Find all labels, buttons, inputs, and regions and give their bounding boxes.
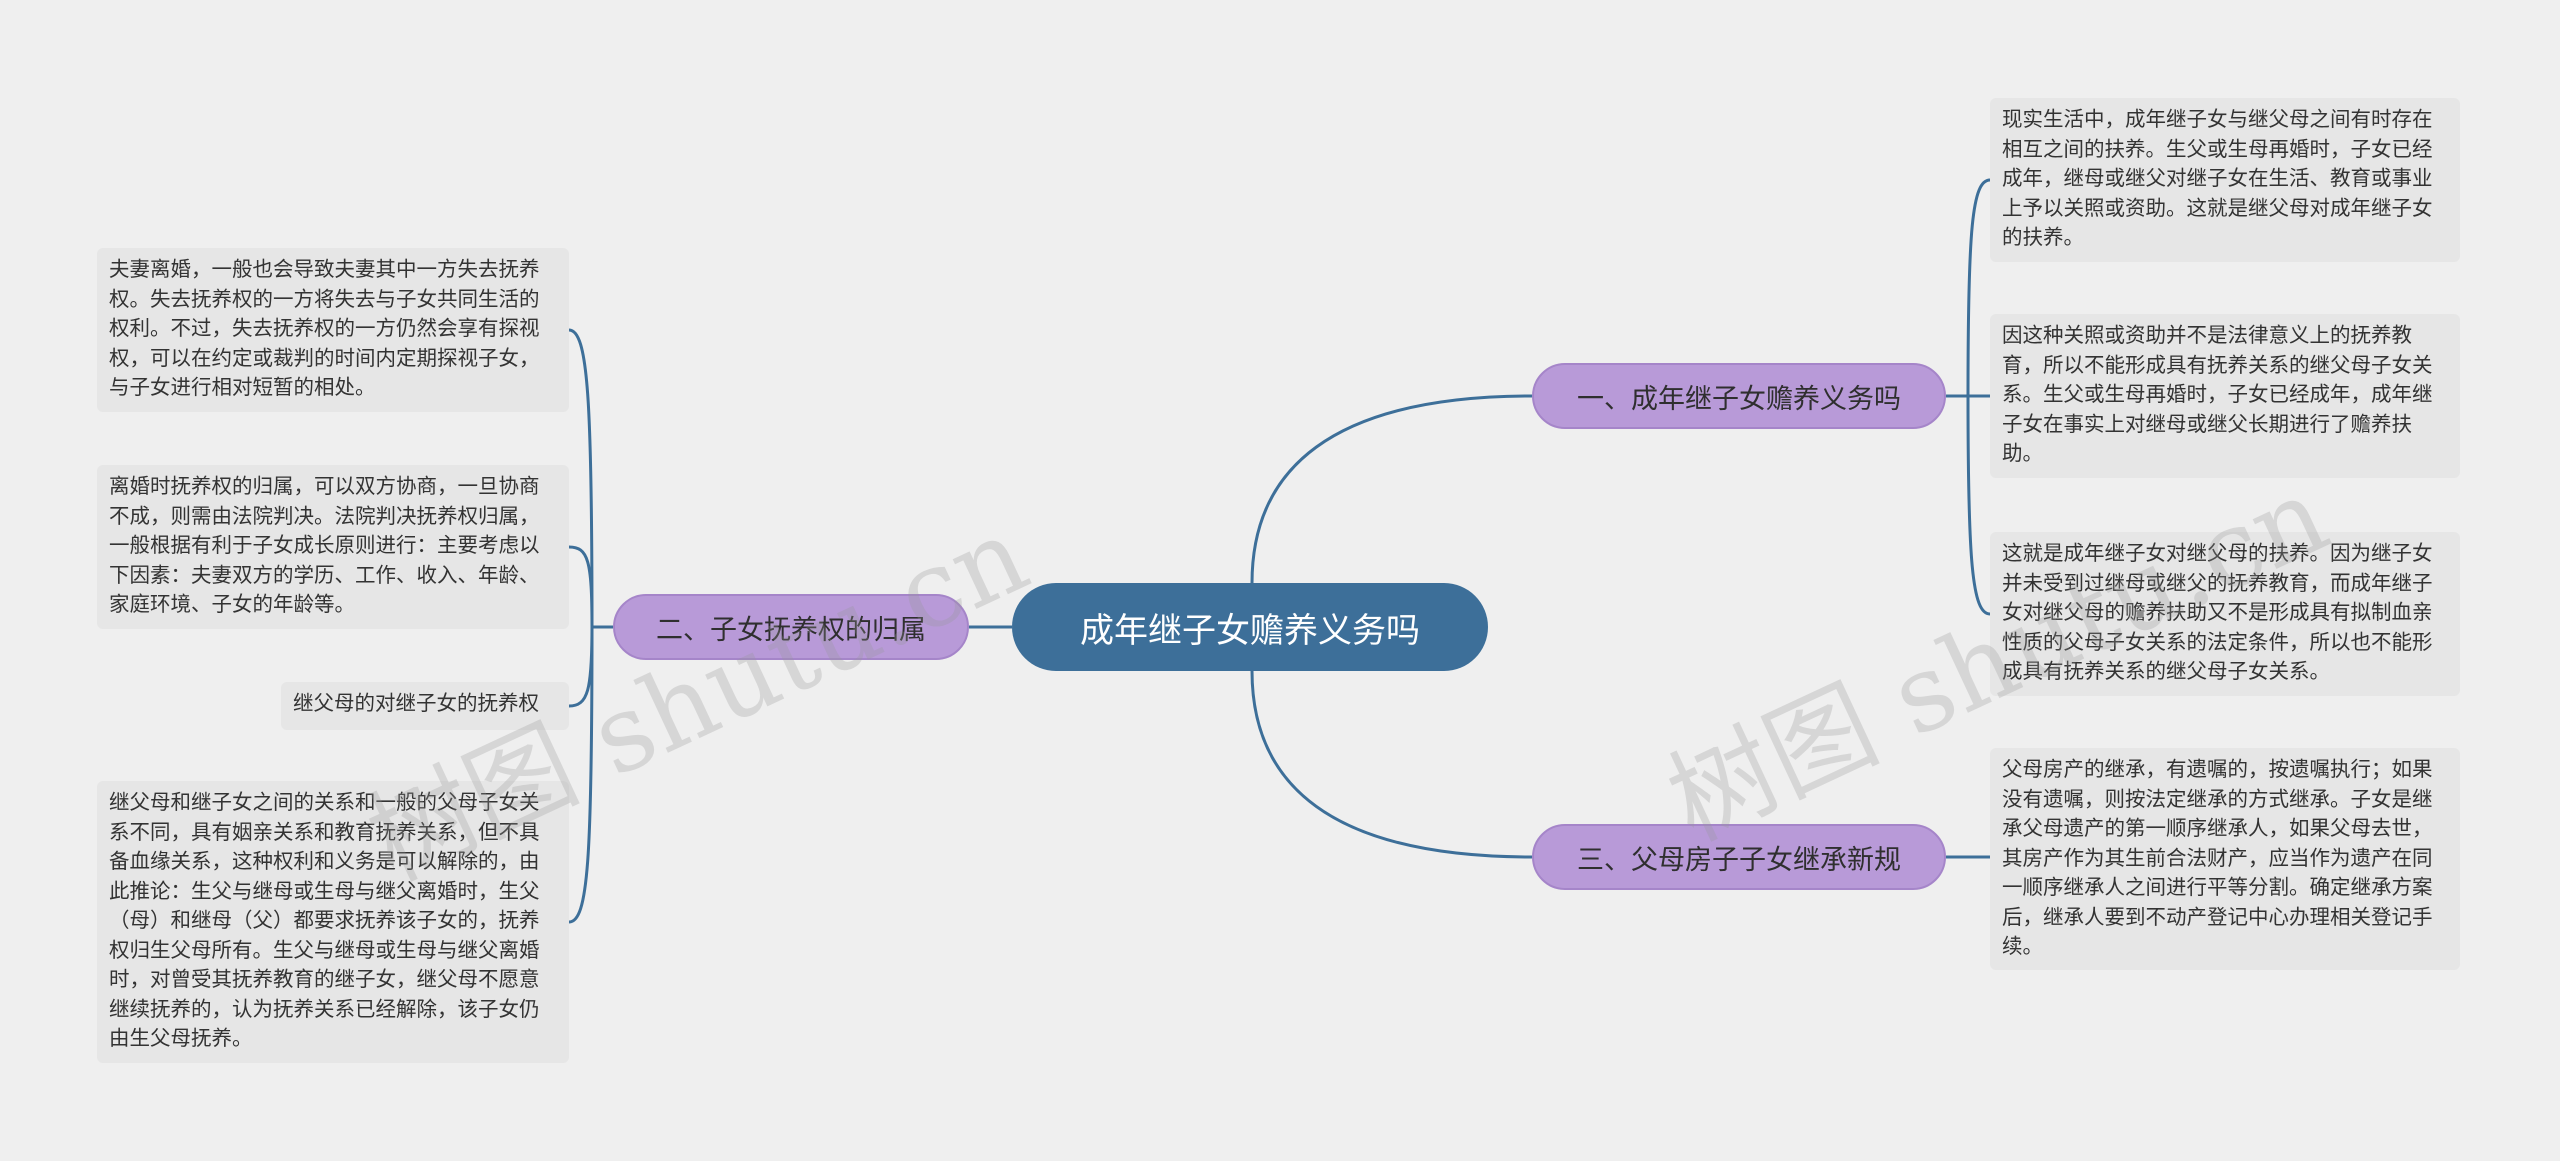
- leaf-topic-stepchild-support[interactable]: 现实生活中，成年继子女与继父母之间有时存在相互之间的扶养。生父或生母再婚时，子女…: [1990, 98, 2460, 262]
- link-root-branch-1: [1250, 394, 1533, 584]
- link-root-branch-3: [1250, 670, 1533, 859]
- link-branch-1-leaf-1: [1966, 178, 1991, 397]
- leaf-topic-losing-custody[interactable]: 夫妻离婚，一般也会导致夫妻其中一方失去抚养权。失去抚养权的一方将失去与子女共同生…: [97, 248, 569, 412]
- link-branch-2-leaf-2: [568, 545, 594, 628]
- leaf-topic-care-not-legal[interactable]: 因这种关照或资助并不是法律意义上的抚养教育，所以不能形成具有抚养关系的继父母子女…: [1990, 314, 2460, 478]
- leaf-topic-step-parent-custody[interactable]: 继父母的对继子女的抚养权: [281, 682, 569, 730]
- branch-topic-2[interactable]: 二、子女抚养权的归属: [613, 594, 969, 660]
- leaf-topic-adult-stepchild-support[interactable]: 这就是成年继子女对继父母的扶养。因为继子女并未受到过继母或继父的抚养教育，而成年…: [1990, 532, 2460, 696]
- branch-topic-3[interactable]: 三、父母房子子女继承新规: [1532, 824, 1946, 890]
- link-branch-2-leaf-1: [568, 328, 594, 628]
- root-topic[interactable]: 成年继子女赡养义务吗: [1012, 583, 1488, 671]
- leaf-topic-house-inheritance[interactable]: 父母房产的继承，有遗嘱的，按遗嘱执行；如果没有遗嘱，则按法定继承的方式继承。子女…: [1990, 748, 2460, 970]
- link-branch-2-leaf-3: [568, 626, 594, 708]
- leaf-topic-custody-decision[interactable]: 离婚时抚养权的归属，可以双方协商，一旦协商不成，则需由法院判决。法院判决抚养权归…: [97, 465, 569, 629]
- leaf-topic-step-relationship[interactable]: 继父母和继子女之间的关系和一般的父母子女关系不同，具有姻亲关系和教育抚养关系，但…: [97, 781, 569, 1063]
- branch-topic-1[interactable]: 一、成年继子女赡养义务吗: [1532, 363, 1946, 429]
- link-branch-1-leaf-3: [1966, 395, 1991, 616]
- link-branch-2-leaf-4: [568, 626, 594, 924]
